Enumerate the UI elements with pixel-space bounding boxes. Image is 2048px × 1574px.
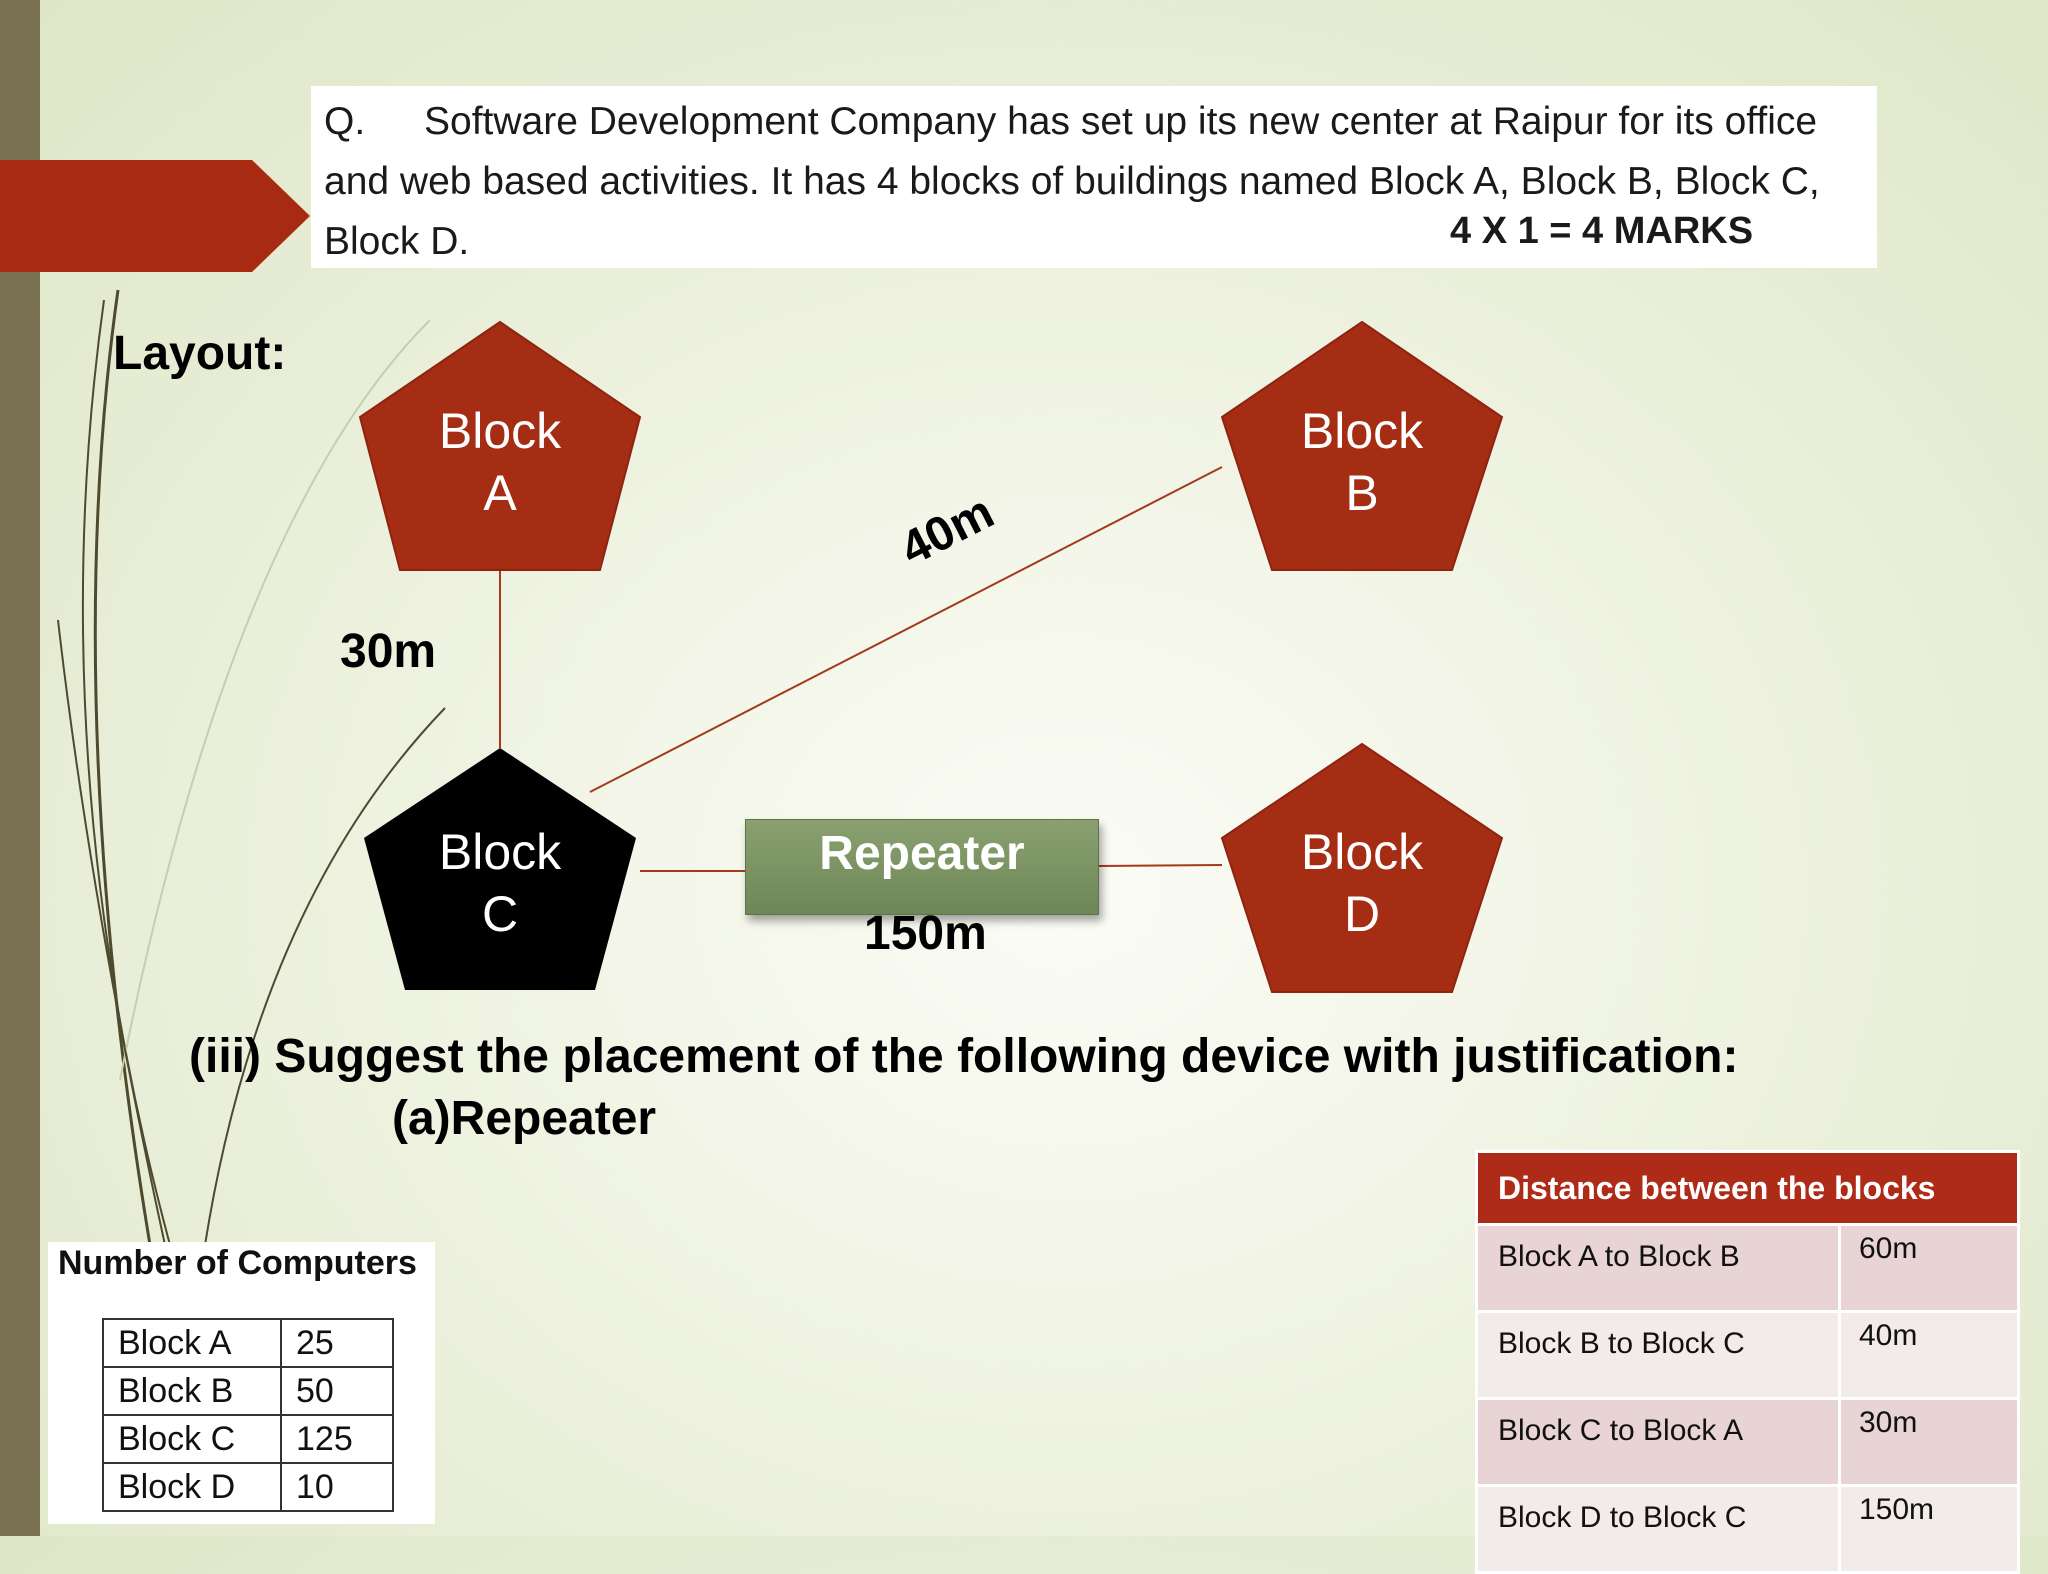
link-c-b bbox=[590, 467, 1222, 792]
computers-count-cell: 10 bbox=[281, 1463, 393, 1511]
computers-block-cell: Block D bbox=[103, 1463, 281, 1511]
distance-pair-cell: Block D to Block C bbox=[1477, 1486, 1840, 1573]
distance-table-title: Distance between the blocks bbox=[1477, 1152, 2019, 1225]
sub-question-option: (a)Repeater bbox=[392, 1088, 656, 1150]
distance-pair-cell: Block C to Block A bbox=[1477, 1399, 1840, 1486]
block-b-letter: B bbox=[1217, 462, 1507, 524]
block-c-word: Block bbox=[355, 821, 645, 883]
block-d-letter: D bbox=[1217, 883, 1507, 945]
computers-table-title: Number of Computers bbox=[58, 1244, 417, 1283]
distance-value-cell: 40m bbox=[1840, 1312, 2019, 1399]
computers-count-cell: 50 bbox=[281, 1367, 393, 1415]
computers-block-cell: Block C bbox=[103, 1415, 281, 1463]
distance-table: Distance between the blocks Block A to B… bbox=[1475, 1150, 2020, 1574]
block-c-letter: C bbox=[355, 883, 645, 945]
block-c-label: Block C bbox=[355, 821, 645, 945]
block-d-word: Block bbox=[1217, 821, 1507, 883]
computers-block-cell: Block B bbox=[103, 1367, 281, 1415]
computers-count-cell: 25 bbox=[281, 1319, 393, 1367]
block-a-word: Block bbox=[355, 400, 645, 462]
distance-value-cell: 150m bbox=[1840, 1486, 2019, 1573]
block-d-label: Block D bbox=[1217, 821, 1507, 945]
sub-question-text: (iii) Suggest the placement of the follo… bbox=[189, 1026, 1738, 1088]
distance-pair-cell: Block B to Block C bbox=[1477, 1312, 1840, 1399]
block-a-letter: A bbox=[355, 462, 645, 524]
distance-value-cell: 30m bbox=[1840, 1399, 2019, 1486]
distance-pair-cell: Block A to Block B bbox=[1477, 1225, 1840, 1312]
distance-table-header: Distance between the blocks bbox=[1477, 1152, 2019, 1225]
block-b-word: Block bbox=[1217, 400, 1507, 462]
computers-count-cell: 125 bbox=[281, 1415, 393, 1463]
block-a-label: Block A bbox=[355, 400, 645, 524]
link-repeater-d bbox=[1097, 865, 1222, 866]
repeater-box: Repeater bbox=[745, 819, 1099, 915]
distance-value-cell: 60m bbox=[1840, 1225, 2019, 1312]
block-b-label: Block B bbox=[1217, 400, 1507, 524]
distance-label-a-c: 30m bbox=[340, 624, 436, 679]
computers-block-cell: Block A bbox=[103, 1319, 281, 1367]
